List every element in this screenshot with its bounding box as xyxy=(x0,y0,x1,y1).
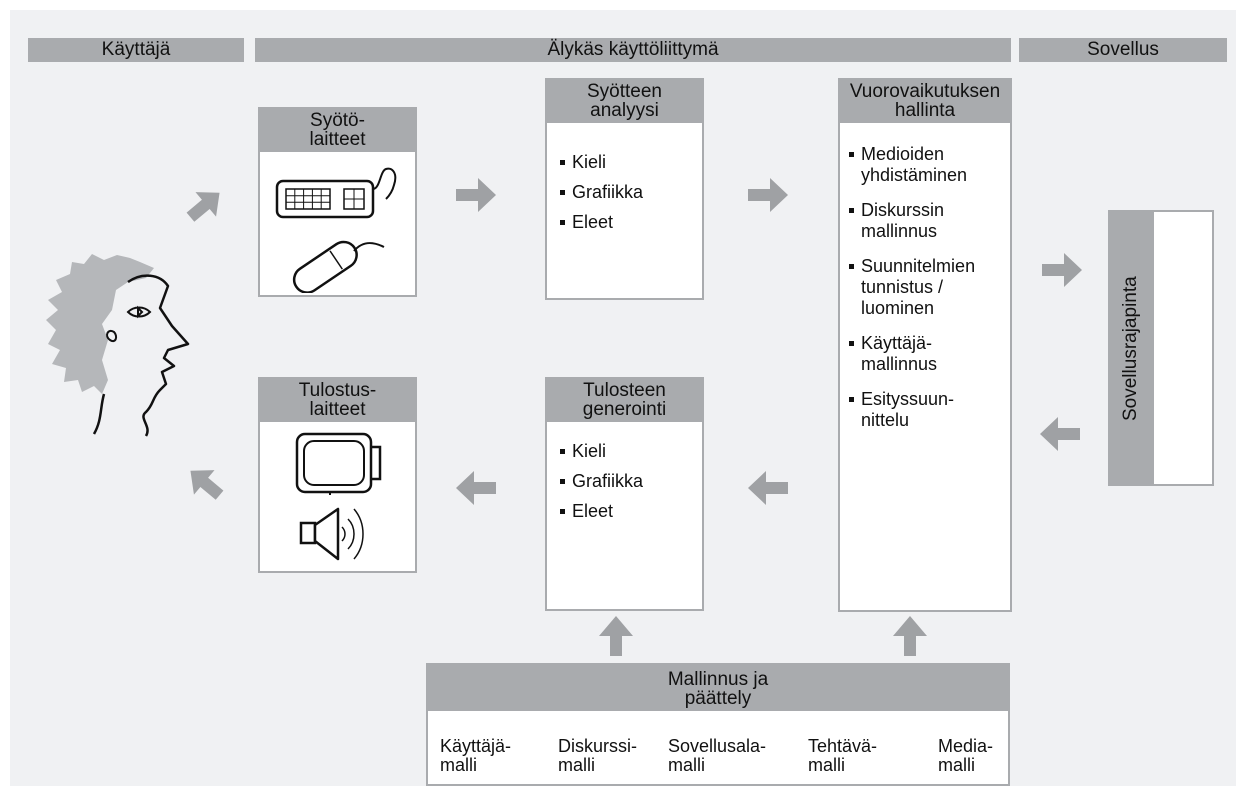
list-item: Eleet xyxy=(559,501,643,522)
keyboard-icon xyxy=(275,167,397,219)
user-face-illustration xyxy=(46,254,190,437)
list-item: Suunnitelmien tunnistus / luominen xyxy=(848,256,975,319)
modeling-reasoning-title: Mallinnus ja päättely xyxy=(428,665,1008,711)
model-task: Tehtävä- malli xyxy=(808,736,878,775)
list-item: Medioiden yhdistäminen xyxy=(848,144,975,186)
arrow-input-to-analysis xyxy=(456,178,496,212)
modeling-reasoning-box: Mallinnus ja päättely Käyttäjä- malli Di… xyxy=(426,663,1010,786)
band-intelligent-interface: Älykäs käyttöliittymä xyxy=(255,38,1011,62)
input-analysis-box: Syötteen analyysi Kieli Grafiikka Eleet xyxy=(545,78,704,300)
model-user: Käyttäjä- malli xyxy=(440,736,512,775)
output-devices-box: Tulostus- laitteet xyxy=(258,377,417,573)
application-interface-box: Sovellusrajapinta xyxy=(1108,210,1214,486)
list-item: Kieli xyxy=(559,441,643,462)
interaction-management-title: Vuorovaikutuksen hallinta xyxy=(840,80,1010,123)
arrow-modeling-to-interaction xyxy=(893,616,927,656)
application-interface-label: Sovellusrajapinta xyxy=(1120,276,1141,422)
interaction-management-list: Medioiden yhdistäminen Diskurssin mallin… xyxy=(848,144,975,431)
diagram-canvas: Käyttäjä Älykäs käyttöliittymä Sovellus xyxy=(10,10,1236,786)
arrow-generation-to-output xyxy=(456,471,496,505)
arrow-analysis-to-interaction xyxy=(748,178,788,212)
list-item: Kieli xyxy=(559,152,643,173)
speaker-icon xyxy=(299,507,364,561)
model-application-domain: Sovellusala- malli xyxy=(668,736,767,775)
arrow-api-to-interaction xyxy=(1040,417,1080,451)
monitor-icon xyxy=(295,432,382,495)
ear xyxy=(106,330,118,342)
input-analysis-title: Syötteen analyysi xyxy=(547,80,702,123)
output-generation-list: Kieli Grafiikka Eleet xyxy=(559,441,643,522)
arrow-interaction-to-api xyxy=(1042,253,1082,287)
list-item: Esityssuun- nittelu xyxy=(848,389,975,431)
list-item: Käyttäjä- mallinnus xyxy=(848,333,975,375)
model-media: Media- malli xyxy=(938,736,994,775)
mouse-icon xyxy=(292,240,385,293)
output-generation-box: Tulosteen generointi Kieli Grafiikka Ele… xyxy=(545,377,704,611)
output-devices-title: Tulostus- laitteet xyxy=(260,379,415,422)
arrow-interaction-to-generation xyxy=(748,471,788,505)
application-interface-header: Sovellusrajapinta xyxy=(1110,212,1154,484)
eye xyxy=(126,305,152,319)
input-devices-title: Syötö- laitteet xyxy=(260,109,415,152)
model-discourse: Diskurssi- malli xyxy=(558,736,637,775)
input-analysis-list: Kieli Grafiikka Eleet xyxy=(559,152,643,233)
input-devices-box: Syötö- laitteet xyxy=(258,107,417,297)
arrow-output-to-user xyxy=(190,470,224,500)
output-generation-title: Tulosteen generointi xyxy=(547,379,702,422)
hair-shape xyxy=(46,254,154,394)
list-item: Eleet xyxy=(559,212,643,233)
arrow-user-to-input xyxy=(186,192,220,222)
interaction-management-box: Vuorovaikutuksen hallinta Medioiden yhdi… xyxy=(838,78,1012,612)
band-user: Käyttäjä xyxy=(28,38,244,62)
band-application: Sovellus xyxy=(1019,38,1227,62)
jaw-line xyxy=(92,393,106,435)
arrow-modeling-to-generation xyxy=(599,616,633,656)
list-item: Grafiikka xyxy=(559,182,643,203)
list-item: Grafiikka xyxy=(559,471,643,492)
face-outline xyxy=(127,274,190,437)
list-item: Diskurssin mallinnus xyxy=(848,200,975,242)
